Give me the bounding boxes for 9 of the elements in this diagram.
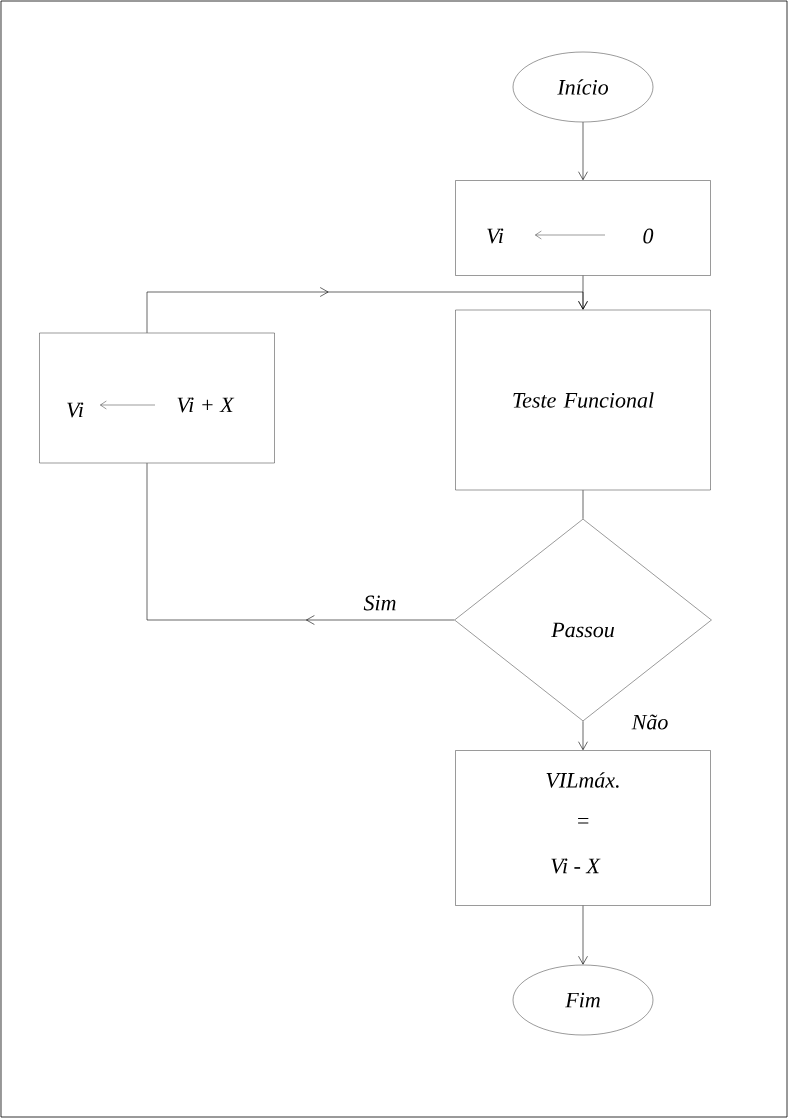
edge-label: Sim <box>362 594 398 612</box>
process-box: VILmáx. = Vi - X <box>455 750 711 906</box>
process-box: Vi 0 <box>455 180 711 276</box>
arrow <box>578 720 588 750</box>
process-box: Teste Funcional <box>455 309 711 491</box>
arrow <box>146 287 588 334</box>
process-box: Vi Vi + X <box>39 332 275 464</box>
arrow <box>578 121 588 180</box>
arrow <box>578 905 588 965</box>
